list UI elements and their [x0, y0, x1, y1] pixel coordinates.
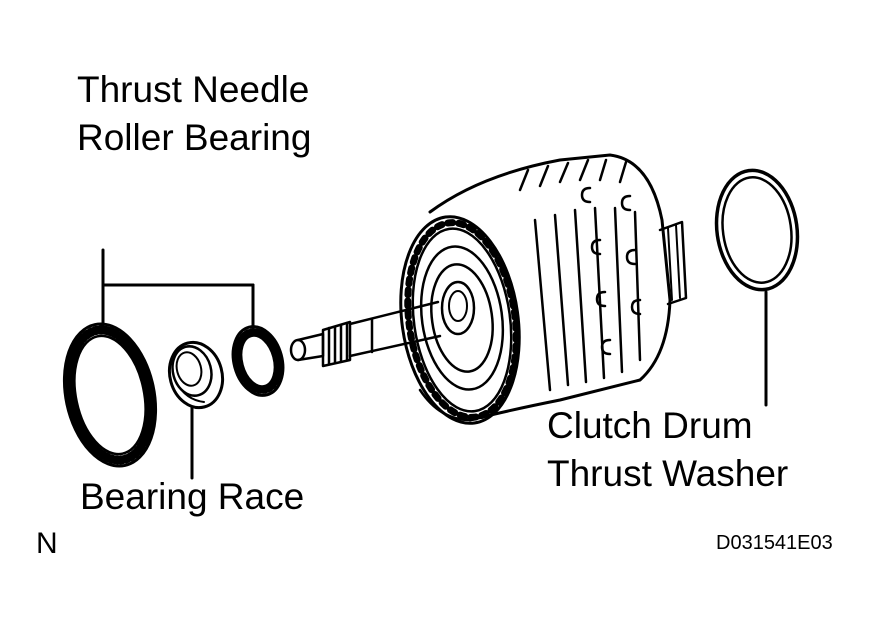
label-bearing-race: Bearing Race [80, 476, 305, 517]
clutch-drum [399, 153, 688, 425]
corner-mark: N [36, 527, 58, 560]
bearing-race-part [167, 340, 225, 410]
label-thrust-needle-line1: Thrust Needle [77, 69, 310, 110]
label-clutch-drum-line2: Thrust Washer [547, 453, 789, 494]
thrust-needle-bearing-large [62, 322, 158, 468]
label-clutch-drum-line1: Clutch Drum [547, 405, 753, 446]
label-thrust-needle-line2: Roller Bearing [77, 117, 312, 158]
figure-id: D031541E03 [716, 532, 833, 554]
thrust-needle-bearing-small [231, 325, 285, 397]
clutch-drum-thrust-washer [714, 168, 800, 292]
leader-thrust-needle [101, 248, 255, 332]
